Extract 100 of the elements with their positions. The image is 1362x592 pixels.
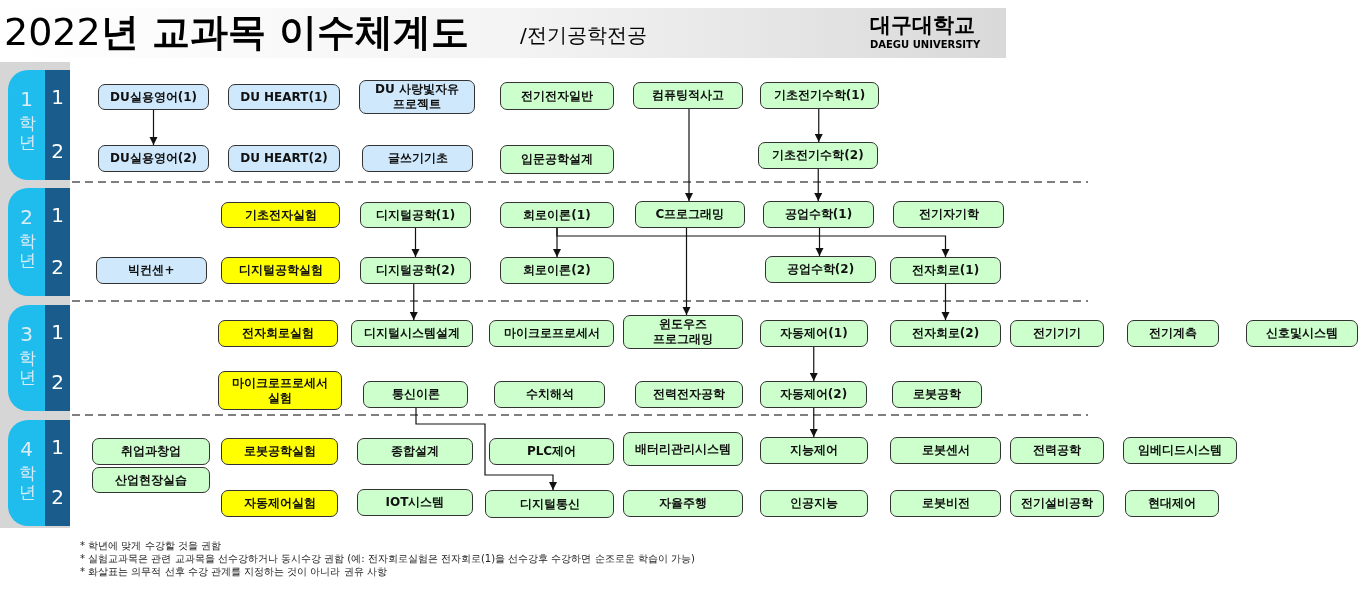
semester-number: 1 (50, 204, 65, 226)
course-box (98, 145, 209, 172)
course-box (362, 145, 473, 172)
course-name: 회로이론(1) (522, 207, 592, 223)
course-name: 취업과창업 (120, 444, 182, 459)
university-name: 대구대학교 (870, 14, 975, 38)
course-name: IOT시스템 (384, 495, 446, 510)
year-label: 학년 (19, 464, 36, 502)
course-name: 기초전기수학(1) (772, 88, 867, 103)
course-box (351, 320, 473, 347)
course-name: 디지털공학(1) (374, 207, 457, 223)
course-name: 인공지능 (789, 496, 839, 511)
arrow (941, 283, 950, 321)
semester-number: 2 (50, 486, 65, 508)
course-box (500, 82, 614, 110)
course-name: 수치해석 (524, 387, 575, 402)
course-box (1010, 320, 1104, 347)
arrow (814, 108, 823, 143)
course-box (218, 320, 338, 347)
semester-number: 2 (50, 371, 65, 393)
course-name: 공업수학(1) (783, 207, 854, 222)
course-box (890, 437, 1001, 464)
semester-number: 1 (50, 86, 65, 108)
course-box (765, 256, 876, 283)
course-name: 로봇공학실험 (242, 444, 317, 459)
course-box (228, 84, 340, 110)
course-name: 기초전기수학(2) (771, 148, 865, 163)
course-box (363, 381, 468, 408)
course-name: 컴퓨팅적사고 (651, 88, 725, 103)
course-name: 윈도우즈 프로그래밍 (652, 317, 714, 347)
arrow (415, 407, 558, 491)
course-name: 전력전자공학 (652, 387, 726, 402)
course-name: DU HEART(2) (239, 151, 329, 166)
course-name: 산업현장실습 (114, 472, 188, 488)
course-box (485, 490, 614, 518)
course-box (98, 84, 209, 110)
year-band (8, 305, 70, 411)
course-box (357, 438, 473, 465)
semester-column (45, 188, 70, 296)
course-box (893, 201, 1004, 228)
course-name: 배터리관리시스템 (634, 441, 732, 457)
course-name: 자동제어실험 (242, 496, 317, 511)
course-box (890, 257, 1001, 284)
course-name: 로봇공학 (912, 387, 962, 402)
course-box (763, 201, 874, 228)
course-box (1010, 490, 1104, 517)
course-name: 디지털시스템설계 (363, 326, 461, 341)
arrow (409, 283, 418, 321)
course-box (1246, 320, 1358, 347)
course-name: 임베디드시스템 (1137, 443, 1223, 458)
year-number: 4 (19, 438, 34, 460)
course-box (760, 82, 879, 109)
course-box (890, 490, 1001, 517)
course-name: 로봇비전 (920, 496, 971, 511)
course-name: 회로이론(2) (522, 263, 592, 278)
course-name: 디지털공학(2) (374, 263, 457, 278)
course-box (760, 437, 868, 464)
course-name: 전기자기학 (917, 207, 980, 222)
course-box (96, 257, 207, 284)
semester-column (45, 70, 70, 180)
course-name: 입문공학설계 (520, 152, 594, 167)
course-box (489, 438, 614, 465)
arrow (684, 108, 694, 202)
title: 2022년 교과목 이수체계도 (4, 12, 470, 52)
course-name: 통신이론 (390, 387, 441, 402)
course-box (228, 145, 340, 172)
course-name: 전자회로실험 (241, 326, 315, 341)
course-box (489, 320, 614, 347)
course-name: 빅컨센+ (127, 263, 176, 278)
course-box (1125, 490, 1219, 517)
year-number: 1 (19, 88, 34, 110)
course-box (218, 371, 342, 410)
year-number: 3 (19, 323, 34, 345)
course-box (221, 438, 338, 465)
course-name: 전자회로(2) (910, 326, 981, 341)
course-box (890, 320, 1001, 347)
course-box (92, 438, 210, 465)
year-label: 학년 (19, 114, 36, 152)
course-box (1127, 320, 1219, 347)
semester-number: 1 (50, 436, 65, 458)
year-label: 학년 (19, 349, 36, 387)
course-box (635, 201, 745, 228)
course-name: 디지털공학실험 (237, 263, 324, 278)
semester-number: 2 (50, 140, 65, 162)
course-box (760, 490, 868, 517)
footnote: * 화살표는 의무적 선후 수강 관계를 지정하는 것이 아니라 권유 사항 (80, 566, 387, 578)
course-name: 자동제어(1) (779, 326, 849, 341)
course-name: 자율주행 (658, 496, 708, 511)
course-name: 전기기기 (1032, 326, 1082, 341)
course-box (1123, 437, 1237, 464)
course-box (760, 320, 868, 347)
arrow (682, 227, 691, 316)
course-box (635, 381, 743, 408)
course-name: 디지털통신 (518, 496, 581, 512)
semester-column (45, 305, 70, 411)
year-band (8, 188, 70, 296)
arrow (809, 407, 818, 438)
course-box (500, 145, 614, 174)
course-box (623, 432, 743, 466)
arrow (809, 346, 818, 382)
